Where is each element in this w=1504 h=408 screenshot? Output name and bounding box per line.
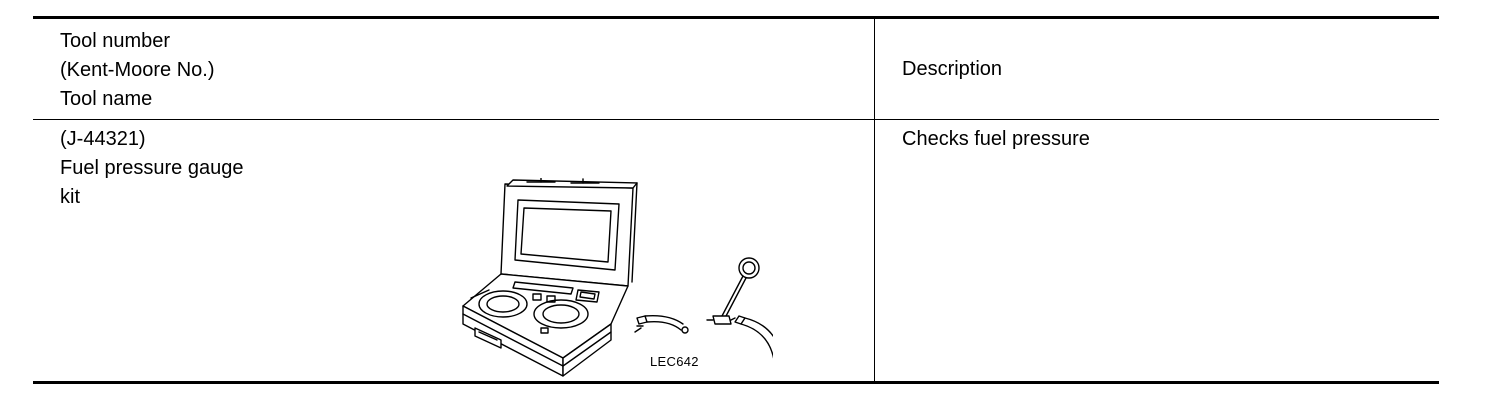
fuel-pressure-gauge-kit-illustration-icon	[462, 178, 773, 377]
tool-name-line-1: Fuel pressure gauge	[60, 157, 244, 179]
table-header-row: Tool number (Kent-Moore No.) Tool name D…	[33, 19, 1439, 120]
tool-name-line-2: kit	[60, 186, 80, 208]
tool-kent-moore-number: (J-44321)	[60, 128, 146, 150]
column-divider	[874, 120, 875, 384]
description-column-header: Description	[902, 58, 1003, 80]
figure-code: LEC642	[650, 354, 699, 369]
pressure-gauge	[706, 257, 760, 325]
header-kent-moore-no: (Kent-Moore No.)	[60, 59, 215, 81]
header-tool-number: Tool number	[60, 30, 171, 52]
tool-table: Tool number (Kent-Moore No.) Tool name D…	[33, 16, 1439, 384]
case-base	[462, 273, 629, 377]
tool-cell: (J-44321) Fuel pressure gauge kit	[60, 125, 243, 212]
case-lid	[500, 178, 638, 287]
description-cell: Checks fuel pressure	[902, 128, 1090, 150]
hose-left	[634, 314, 689, 334]
column-divider	[874, 19, 875, 119]
hose-long	[734, 315, 773, 359]
tool-column-header: Tool number (Kent-Moore No.) Tool name	[60, 27, 215, 114]
header-tool-name: Tool name	[60, 88, 153, 110]
table-row: (J-44321) Fuel pressure gauge kit	[33, 120, 1439, 384]
